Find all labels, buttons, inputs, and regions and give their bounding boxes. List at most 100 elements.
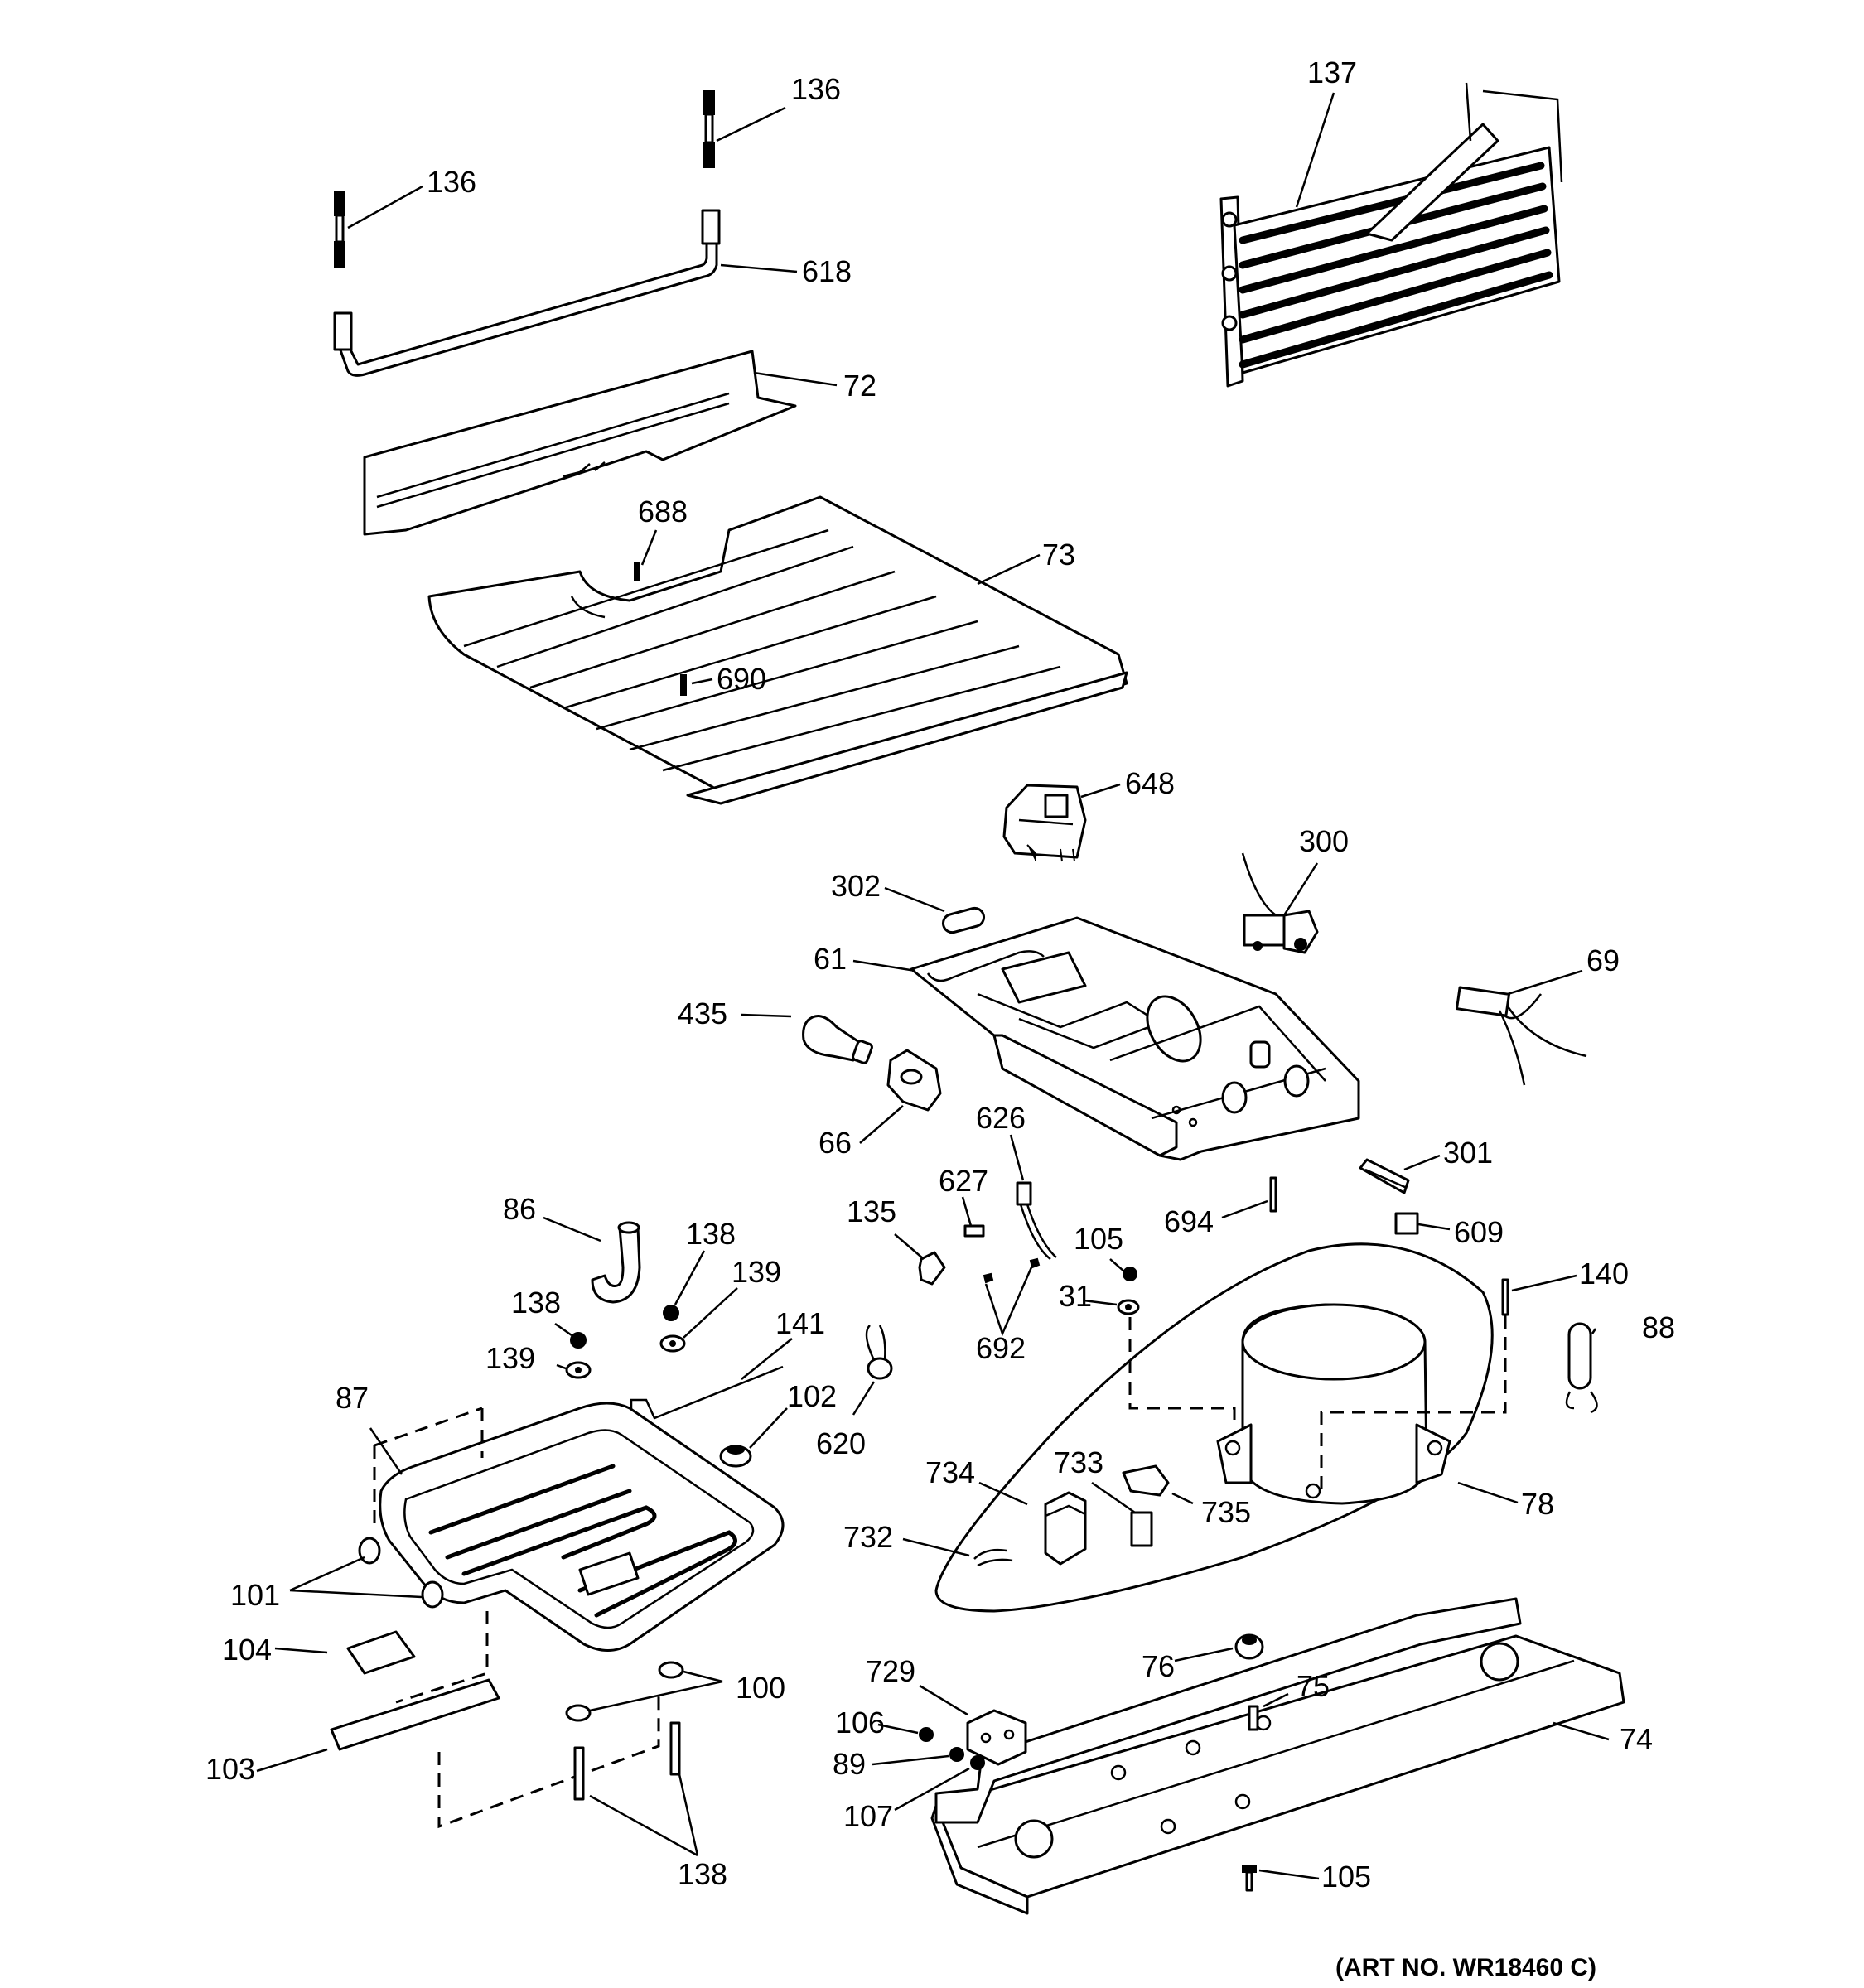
label-106: 106 [835,1706,885,1740]
part-733 [1130,1511,1153,1547]
part-101-grommets [358,1537,444,1609]
label-101: 101 [230,1578,280,1612]
part-103-pad [330,1678,500,1751]
label-136: 136 [427,165,476,199]
part-136-fitting-right [703,90,715,168]
part-139-washer-b [565,1361,592,1379]
part-618-tube [333,209,721,377]
part-735 [1122,1464,1170,1497]
label-138: 138 [511,1286,561,1320]
part-87-drain-pan [373,1402,785,1652]
label-690: 690 [717,662,766,696]
part-75-pin [1248,1705,1259,1731]
label-729: 729 [866,1654,915,1688]
label-74: 74 [1620,1722,1653,1756]
label-76: 76 [1142,1649,1175,1683]
part-135-clip [918,1251,946,1286]
part-73-tray [427,495,1128,805]
label-648: 648 [1125,766,1175,800]
label-107: 107 [843,1799,893,1833]
part-140-pin [1501,1278,1509,1316]
part-69-harness [1455,986,1587,1086]
label-138: 138 [678,1857,727,1891]
label-734: 734 [925,1455,975,1489]
label-141: 141 [775,1306,825,1340]
label-135: 135 [847,1194,896,1228]
part-76 [1234,1633,1264,1660]
part-136-fitting-left [334,191,345,268]
label-72: 72 [843,369,876,403]
part-106-screw [919,1727,934,1742]
part-609 [1394,1212,1419,1235]
part-102 [719,1445,752,1468]
part-692-screws [983,1257,1041,1284]
part-139-washer-a [659,1334,686,1353]
label-103: 103 [205,1752,255,1786]
label-61: 61 [814,942,847,976]
part-100-washers [565,1661,684,1722]
label-620: 620 [816,1426,866,1460]
part-729-block [966,1709,1027,1766]
label-302: 302 [831,869,881,903]
part-61-housing [910,916,1360,1161]
callout-labels: 136 136 618 72 137 688 73 690 648 300 30… [205,55,1675,1894]
part-137-condenser [1219,82,1563,388]
part-86-drain [591,1221,641,1304]
part-694 [1269,1176,1277,1213]
part-89-washer [949,1747,964,1762]
label-138: 138 [686,1217,736,1251]
part-105-nut-top [1123,1267,1137,1281]
part-88-overload [1565,1322,1598,1414]
leader-lines [256,92,1610,1880]
label-694: 694 [1164,1204,1214,1238]
part-74-base-rail [930,1597,1625,1915]
label-86: 86 [503,1192,536,1226]
part-620 [865,1325,893,1380]
label-735: 735 [1201,1495,1251,1529]
part-31-washer [1117,1299,1140,1315]
label-78: 78 [1521,1487,1554,1521]
part-138-bolts [573,1721,681,1801]
label-435: 435 [678,996,727,1030]
label-626: 626 [976,1101,1026,1135]
part-138-nut-a [663,1305,679,1321]
label-66: 66 [819,1126,852,1160]
label-87: 87 [336,1381,369,1415]
label-140: 140 [1579,1257,1629,1291]
label-692: 692 [976,1331,1026,1365]
part-626-wire [1016,1181,1057,1260]
label-88: 88 [1642,1310,1675,1344]
part-301 [1359,1158,1410,1194]
part-72-channel [363,350,797,536]
label-89: 89 [833,1747,866,1781]
label-618: 618 [802,254,852,288]
label-300: 300 [1299,824,1349,858]
label-139: 139 [485,1341,535,1375]
label-69: 69 [1586,943,1620,977]
part-648-relay [1002,784,1087,862]
art-number: (ART NO. WR18460 C) [1335,1954,1596,1981]
label-102: 102 [787,1379,837,1413]
label-75: 75 [1297,1669,1330,1703]
label-104: 104 [222,1633,272,1667]
label-627: 627 [939,1164,988,1198]
label-139: 139 [732,1255,781,1289]
label-137: 137 [1307,55,1357,89]
part-627 [963,1224,985,1238]
label-100: 100 [736,1671,785,1705]
label-733: 733 [1054,1445,1103,1479]
label-105: 105 [1321,1860,1371,1894]
part-107-nut [970,1755,985,1770]
label-609: 609 [1454,1215,1504,1249]
label-105: 105 [1074,1222,1123,1256]
part-300-control [1241,852,1319,954]
label-73: 73 [1042,538,1075,572]
label-732: 732 [843,1520,893,1554]
part-138-nut-b [570,1332,587,1349]
part-105-bolt-bottom [1242,1865,1257,1892]
part-66-socket [886,1049,942,1112]
part-734 [1044,1491,1087,1566]
part-104-pad [346,1630,416,1675]
part-302 [941,906,986,934]
label-688: 688 [638,495,688,528]
